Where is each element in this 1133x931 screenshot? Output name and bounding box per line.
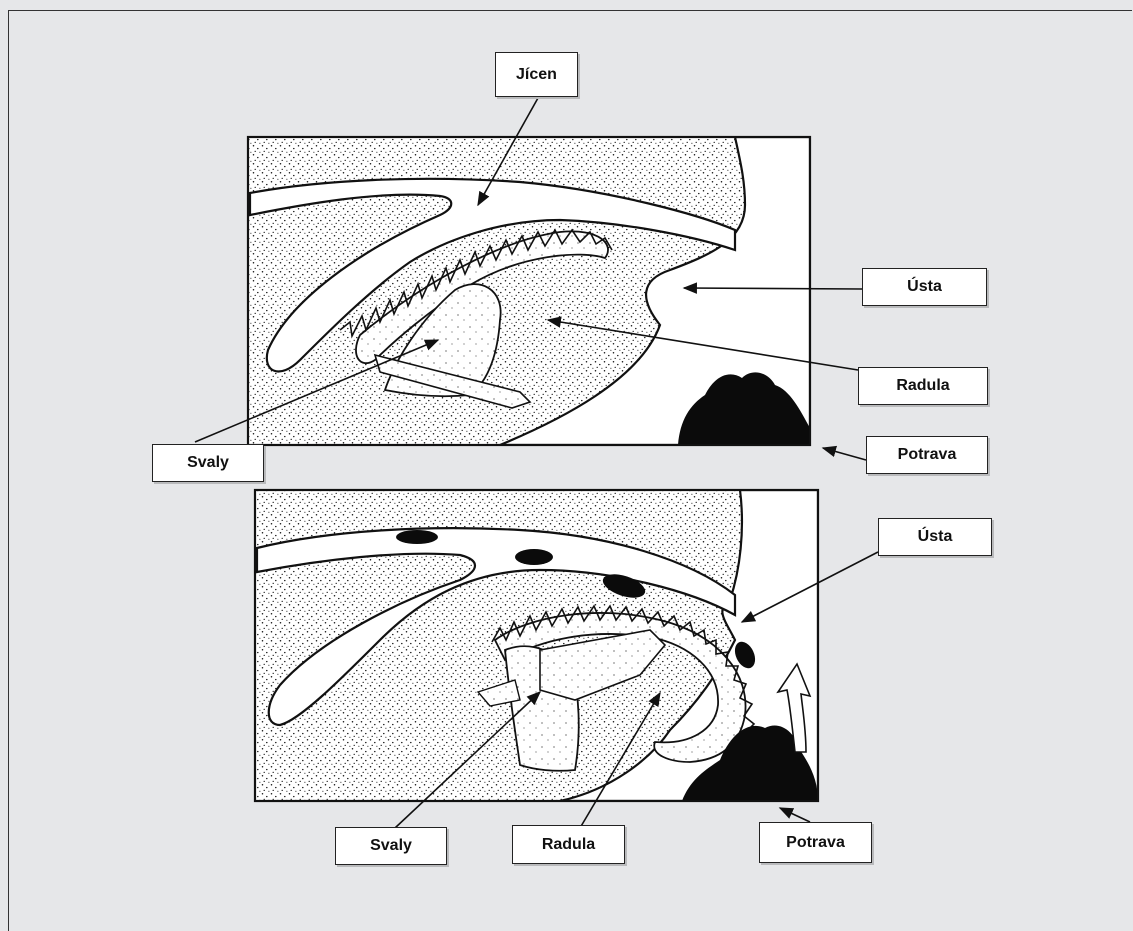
label-potrava-top: Potrava: [866, 436, 988, 474]
label-svaly-top: Svaly: [152, 444, 264, 482]
pointer-potrava-top: [823, 448, 866, 460]
bottom-panel: [255, 490, 818, 801]
top-panel: [248, 137, 810, 445]
label-jicen: Jícen: [495, 52, 578, 97]
label-radula-top: Radula: [858, 367, 988, 405]
food-particle: [515, 549, 553, 565]
food-particle: [396, 530, 438, 544]
pointer-potrava-bottom: [780, 808, 810, 822]
label-radula-bottom: Radula: [512, 825, 625, 864]
label-usta-top: Ústa: [862, 268, 987, 306]
label-svaly-bottom: Svaly: [335, 827, 447, 865]
pointer-usta-top: [684, 288, 862, 289]
label-usta-bottom: Ústa: [878, 518, 992, 556]
label-potrava-bottom: Potrava: [759, 822, 872, 863]
